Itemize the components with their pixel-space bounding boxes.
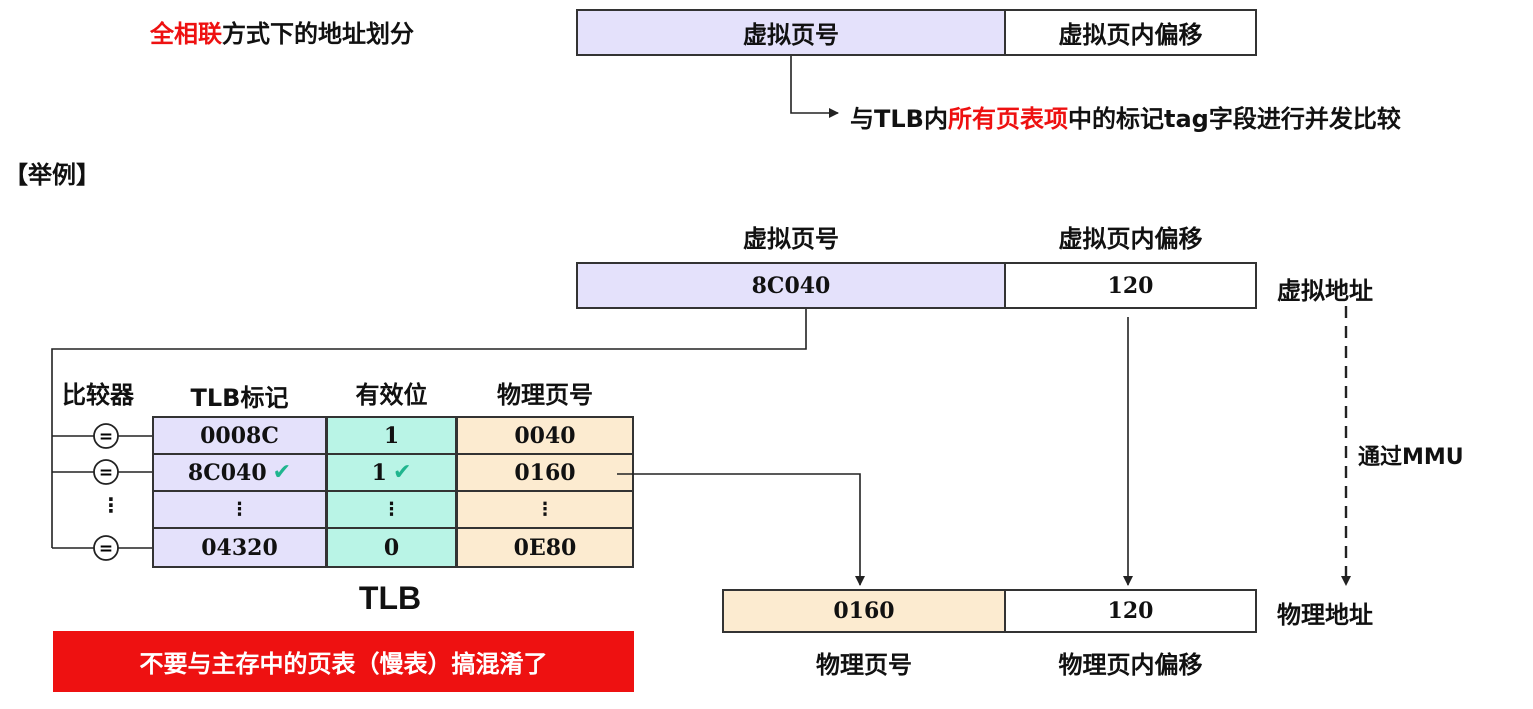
top-compare-arrow [790, 56, 839, 118]
tlb-row-0-tag: 0008C [152, 416, 327, 455]
comparator-circle-3 [93, 535, 119, 561]
virtual-offset-box: 120 [1004, 262, 1257, 309]
physical-address-label: 物理地址 [1277, 601, 1373, 629]
compare-text-pre: 与TLB内 [850, 105, 948, 133]
tlb-row-2-tag: ⋮ [152, 490, 327, 529]
compare-text-red: 所有页表项 [947, 105, 1068, 133]
top-vpn-label: 虚拟页号 [743, 21, 839, 49]
virtual-address-label: 虚拟地址 [1277, 277, 1373, 305]
tlb-row-0-ppn: 0040 [456, 416, 634, 455]
tlb-row-0-tag-text: 0008C [200, 422, 279, 449]
warning-text: 不要与主存中的页表（慢表）搞混淆了 [139, 650, 548, 678]
tlb-row-2-ppn-text: ⋮ [536, 499, 554, 520]
top-title: 全相联方式下的地址划分 [150, 14, 414, 49]
comparator-eq-3: = [99, 539, 113, 559]
tlb-row-1-valid: 1✔ [326, 453, 457, 492]
comparator-eq-1: = [99, 463, 113, 483]
tlb-row-2-valid-text: ⋮ [382, 499, 401, 520]
tlb-row-1-ppn-text: 0160 [514, 459, 576, 486]
comparator-header: 比较器 [62, 381, 134, 409]
tlb-row-2-valid: ⋮ [326, 490, 457, 529]
compare-text-post: 中的标记tag字段进行并发比较 [1067, 105, 1401, 133]
tlb-row-0-valid-text: 1 [383, 422, 400, 449]
compare-text: 与TLB内所有页表项中的标记tag字段进行并发比较 [850, 99, 1401, 134]
virtual-vpn-value: 8C040 [751, 272, 831, 299]
tlb-row-1-valid-text: 1 [371, 459, 387, 486]
physical-offset-value: 120 [1107, 598, 1154, 624]
tlb-row-1-ppn: 0160 [456, 453, 634, 492]
tlb-row-3-tag-text: 04320 [201, 534, 278, 561]
tlb-row-3-valid-text: 0 [383, 534, 400, 561]
physical-ppn-value: 0160 [833, 598, 895, 624]
comparator-circle-0 [93, 423, 119, 449]
tlb-row-2-tag-text: ⋮ [230, 499, 249, 520]
tlb-row-3-ppn: 0E80 [456, 527, 634, 568]
physical-offset-box: 120 [1004, 589, 1257, 633]
physical-ppn-box: 0160 [722, 589, 1006, 633]
top-title-rest: 方式下的地址划分 [222, 20, 414, 48]
tlb-row-3-ppn-text: 0E80 [513, 534, 577, 561]
valid-check-icon: ✔ [392, 460, 412, 485]
tlb-row-0-ppn-text: 0040 [514, 422, 576, 449]
tlb-row-1-tag-text: 8C040 [187, 459, 267, 486]
physical-ppn-footer: 物理页号 [816, 651, 912, 679]
comparator-vdots: ⋮ [101, 493, 121, 517]
mmu-label: 通过MMU [1358, 445, 1464, 470]
tlb-caption: TLB [358, 580, 422, 616]
tlb-row-3-valid: 0 [326, 527, 457, 568]
tag-match-check-icon: ✔ [272, 460, 292, 485]
tlb-row-2-ppn: ⋮ [456, 490, 634, 529]
tlb-row-3-tag: 04320 [152, 527, 327, 568]
example-label: 【举例】 [4, 161, 100, 189]
virtual-vpn-box: 8C040 [576, 262, 1006, 309]
virtual-offset-value: 120 [1107, 272, 1154, 299]
tlb-row-1-tag: 8C040✔ [152, 453, 327, 492]
tlb-row-0-valid: 1 [326, 416, 457, 455]
tlb-col-header-valid: 有效位 [355, 381, 428, 409]
tlb-col-header-ppn: 物理页号 [497, 381, 593, 409]
vpn-header: 虚拟页号 [743, 225, 839, 253]
comparator-circle-1 [93, 459, 119, 485]
comparator-eq-0: = [99, 427, 113, 447]
offset-header: 虚拟页内偏移 [1058, 225, 1203, 253]
top-offset-label: 虚拟页内偏移 [1058, 21, 1203, 49]
top-vpn-box: 虚拟页号 [576, 9, 1006, 56]
top-title-red: 全相联 [150, 20, 222, 48]
warning-banner: 不要与主存中的页表（慢表）搞混淆了 [53, 631, 634, 692]
physical-offset-footer: 物理页内偏移 [1058, 651, 1203, 679]
ppn-to-physical-arrow [617, 473, 865, 586]
top-offset-box: 虚拟页内偏移 [1004, 9, 1257, 56]
tlb-col-header-tag: TLB标记 [190, 384, 289, 412]
